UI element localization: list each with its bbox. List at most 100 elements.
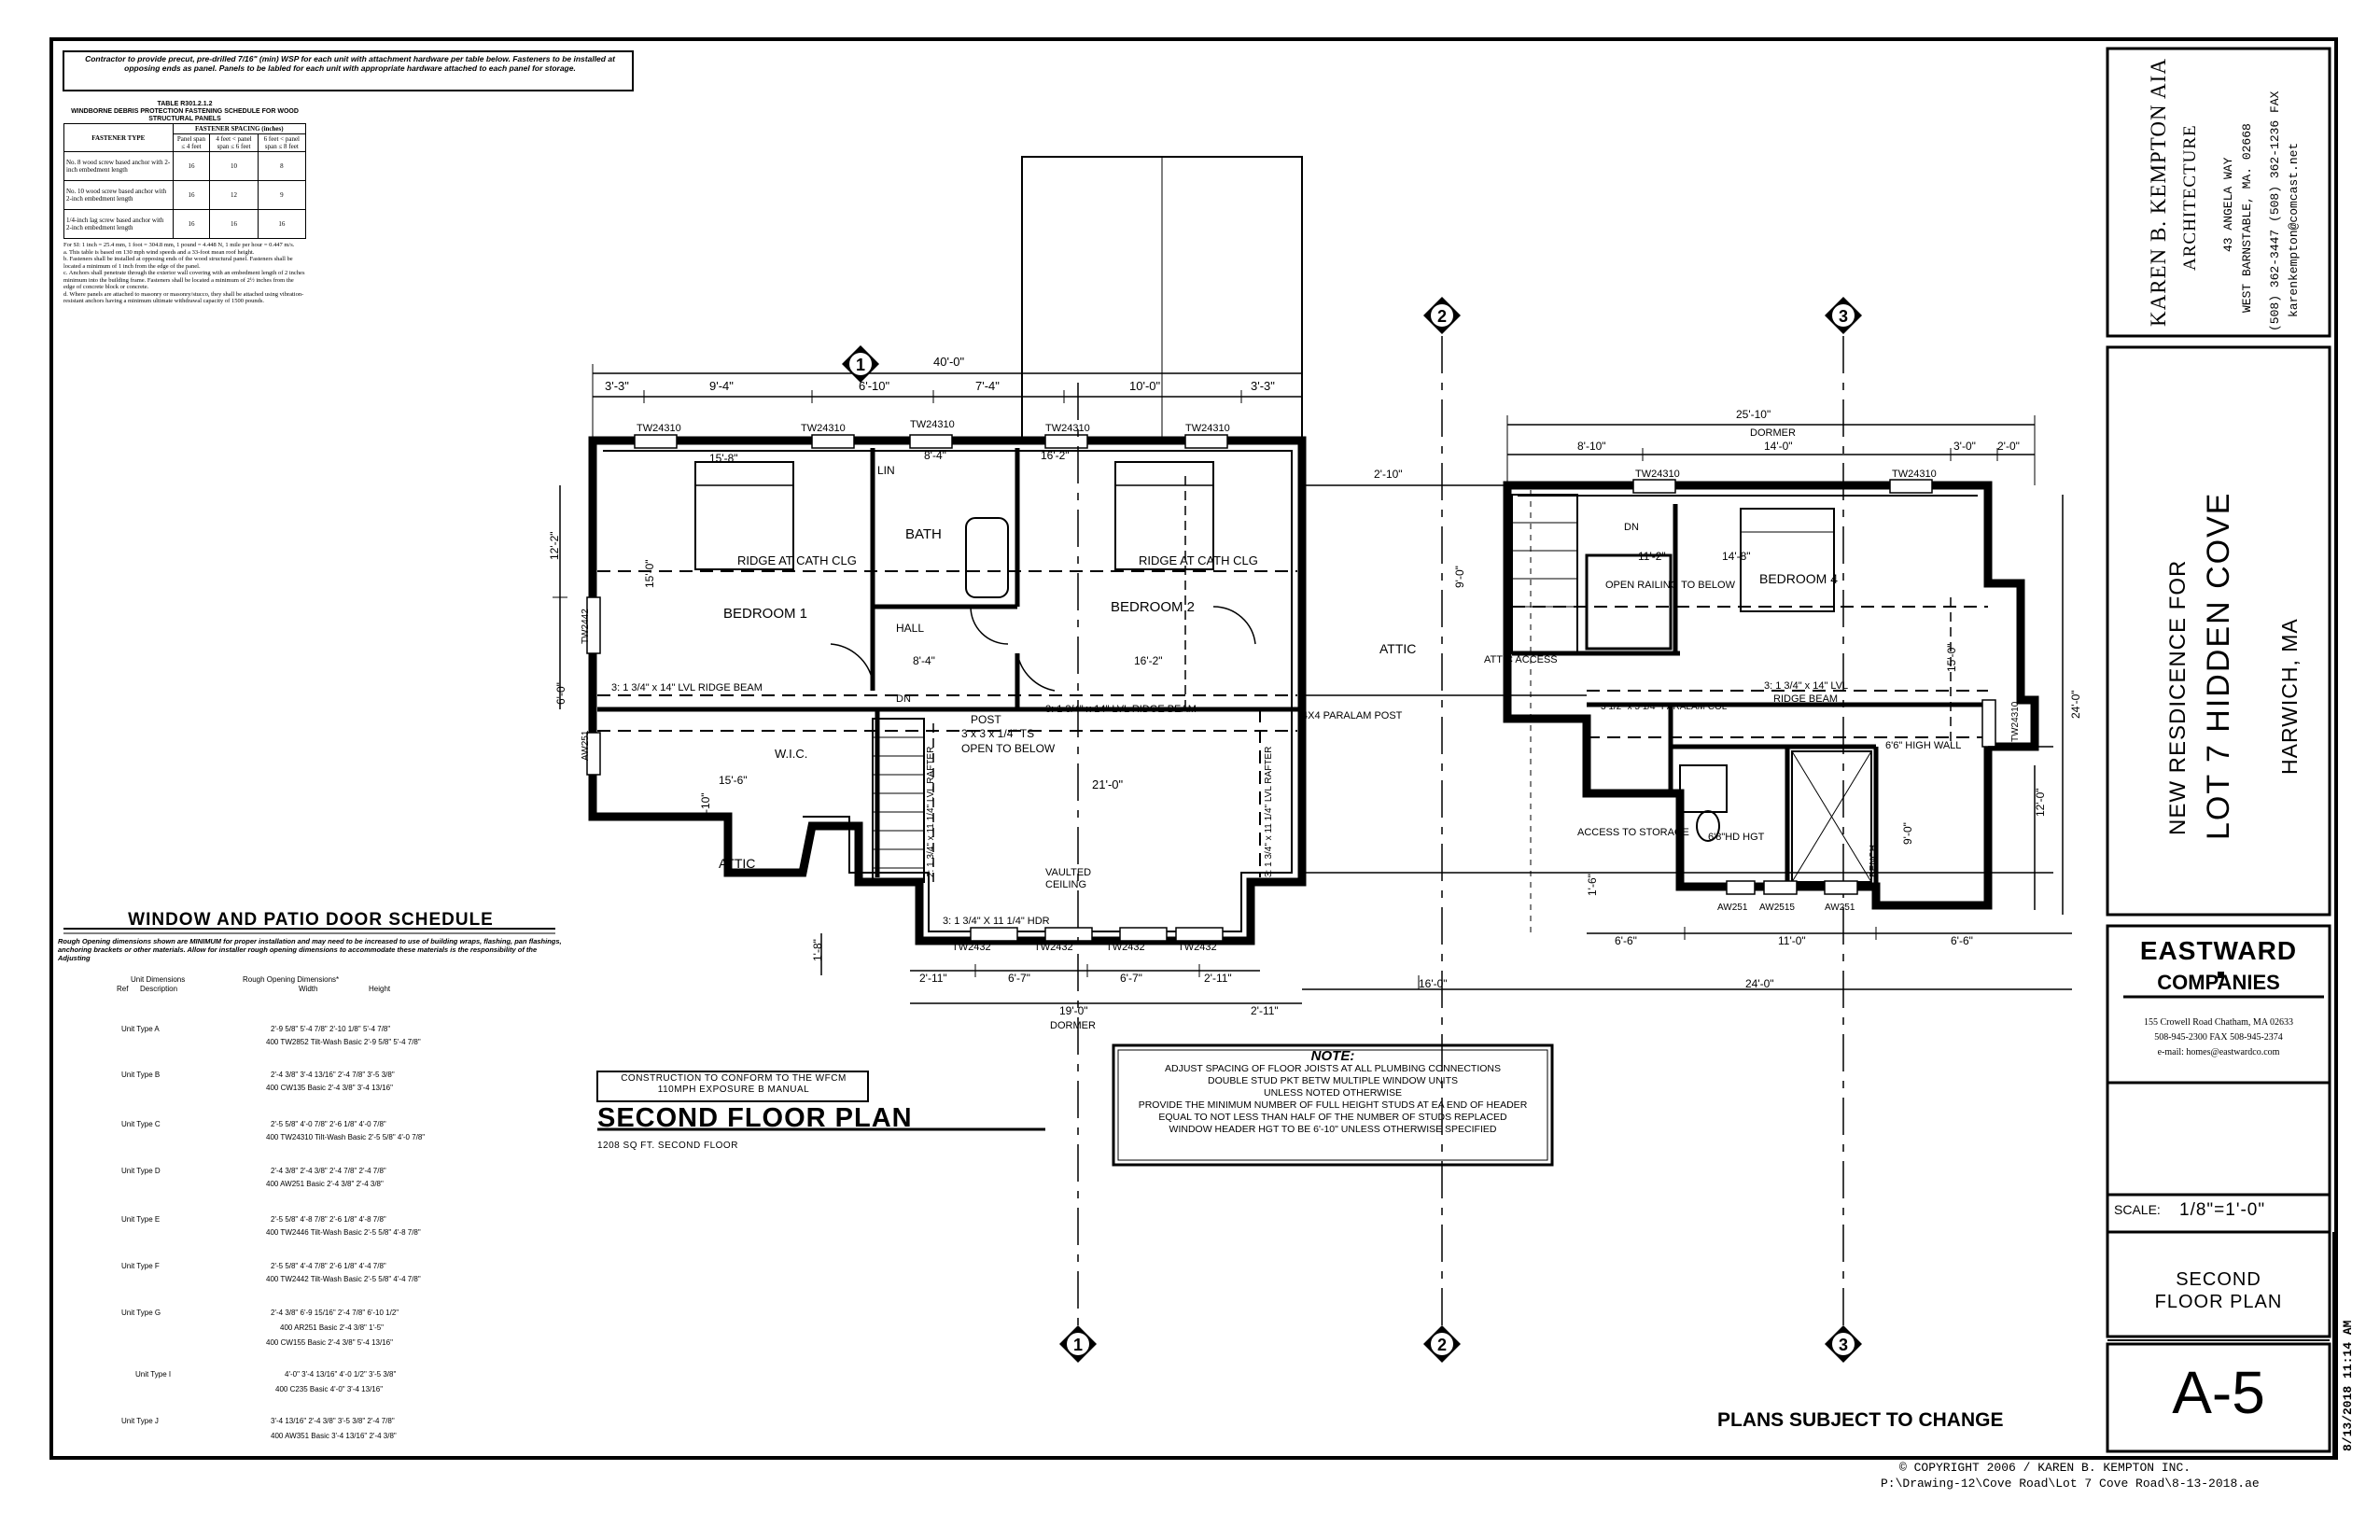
list-item: 400 CW155 Basic 2'-4 3/8" 5'-4 13/16": [266, 1338, 393, 1347]
fastening-note: For SI: 1 inch = 25.4 mm, 1 foot = 304.8…: [63, 242, 295, 248]
date-stamp: 8/13/2018 11:14 AM: [2341, 1320, 2355, 1451]
list-item: 2'-4 3/8" 2'-4 3/8" 2'-4 7/8" 2'-4 7/8": [271, 1167, 386, 1175]
list-item: 400 TW2852 Tilt-Wash Basic 2'-9 5/8" 5'-…: [266, 1038, 421, 1046]
dim-r-240: 24'-0": [2069, 690, 2082, 719]
left-floor-plan: [553, 156, 2072, 1004]
architect-box: [2106, 47, 2331, 338]
window-schedule-h-ref: Ref: [117, 985, 129, 993]
ridge-beam-right: 3: 1 3/4" x 14" LVL: [1764, 680, 1848, 692]
ridge-beam-left: 3: 1 3/4" x 14" LVL RIDGE BEAM: [611, 682, 763, 693]
window-schedule-h-rough: Rough Opening Dimensions*: [243, 975, 340, 984]
window-aw2515: AW2515: [1759, 903, 1795, 913]
room-attic-access: ATTIC ACCESS: [1484, 654, 1558, 665]
list-item: 400 AW251 Basic 2'-4 3/8" 2'-4 3/8": [266, 1180, 384, 1188]
dim-left-12: 12'-2": [548, 531, 561, 560]
dim-hall: 8'-4": [913, 654, 935, 667]
contractor-note-box: [63, 50, 634, 91]
fastening-table-title: WINDBORNE DEBRIS PROTECTION FASTENING SC…: [71, 108, 299, 122]
grid-label-1-top: 1: [856, 356, 865, 374]
dim-3: 6'-10": [859, 379, 890, 393]
room-attic-center: ATTIC: [1379, 641, 1416, 656]
open-railing: OPEN RAILING TO BELOW: [1605, 580, 1736, 591]
plans-subject-to-change: PLANS SUBJECT TO CHANGE: [1717, 1409, 2004, 1431]
fastening-col-0: FASTENER TYPE: [63, 123, 174, 152]
list-item: 2'-5 5/8" 4'-4 7/8" 2'-6 1/8" 4'-4 7/8": [271, 1262, 386, 1270]
list-item: Unit Type I: [135, 1370, 172, 1379]
dim-r-120: 12'-0": [2034, 788, 2047, 817]
page-subtitle: 1208 SQ FT. SECOND FLOOR: [597, 1141, 738, 1151]
paralam-post: 4X4 PARALAM POST: [1302, 710, 1403, 721]
list-item: Unit Type J: [121, 1417, 159, 1425]
sheet-number-box: [2106, 1342, 2331, 1453]
window-aw251-r1: AW251: [1717, 903, 1748, 913]
grid-label-2-top: 2: [1437, 307, 1447, 326]
window-r-tw24310-1: TW24310: [1635, 469, 1680, 480]
dim-r-112: 11'-2": [1638, 550, 1666, 563]
list-item: 400 CW135 Basic 2'-4 3/8" 3'-4 13/16": [266, 1084, 393, 1092]
general-note: NOTE: ADJUST SPACING OF FLOOR JOISTS AT …: [1120, 1049, 1546, 1136]
hdr-label: 3: 1 3/4" X 11 1/4" HDR: [943, 916, 1050, 927]
window-tw2442: TW2442: [581, 609, 591, 644]
list-item: Unit Type C: [121, 1120, 161, 1128]
fastening-col-3: 6 feet < panel span ≤ 8 feet: [257, 133, 307, 152]
dim-bath-width: 8'-4": [924, 449, 946, 462]
list-item: 2'-9 5/8" 5'-4 7/8" 2'-10 1/8" 5'-4 7/8": [271, 1025, 391, 1033]
list-item: Unit Type E: [121, 1215, 161, 1224]
builder-email: e-mail: homes@eastwardco.com: [2157, 1047, 2280, 1057]
dim-right-210: 2'-10": [1374, 468, 1403, 481]
fastening-table: FASTENER TYPE FASTENER SPACING (inches) …: [63, 123, 307, 239]
paralam-col: 3 1/2" x 5 1/4" PARALAM COL: [1601, 702, 1728, 712]
post-spec: 3 x 3 x 1/4" TS: [961, 727, 1034, 740]
dormer-bottom: DORMER: [1050, 1020, 1096, 1031]
fastening-note: c. Anchors shall penetrate through the e…: [63, 270, 305, 290]
dim-bed1-width: 15'-8": [709, 452, 738, 465]
dim-wic: 15'-6": [719, 774, 748, 787]
bench-label: BENCH: [1869, 845, 1879, 877]
dim-b1: 2'-11": [919, 972, 947, 985]
grid-label-2-bottom: 2: [1437, 1336, 1447, 1354]
scale-value: 1/8"=1'-0": [2179, 1200, 2266, 1220]
room-bedroom-1: BEDROOM 1: [723, 606, 807, 622]
dim-bed2-width: 16'-2": [1041, 449, 1070, 462]
window-tw2432-3: TW2432: [1106, 942, 1145, 953]
dim-4: 7'-4": [975, 379, 1000, 393]
dim-r-overall: 25'-10": [1736, 408, 1771, 421]
architect-phone: (508) 362-3447 (508) 362-1236 FAX: [2268, 91, 2282, 331]
window-schedule-title: WINDOW AND PATIO DOOR SCHEDULE: [128, 910, 494, 930]
ridge-cath-right: RIDGE AT CATH CLG: [1139, 553, 1258, 567]
sheet-number: A-5: [2172, 1359, 2265, 1426]
project-box: [2106, 345, 2331, 917]
dim-r-150: 15'-0": [1945, 643, 1958, 672]
lvl-rafter-2: 3: 1 3/4" x 11 1/4" LVL RAFTER: [1264, 747, 1274, 877]
window-tw2432-2: TW2432: [1034, 942, 1073, 953]
blank-box: [2106, 1081, 2331, 1197]
vaulted-2: CEILING: [1045, 879, 1086, 890]
sheet-border: [49, 37, 2338, 1460]
window-schedule-note: Rough Opening dimensions shown are MINIM…: [58, 937, 562, 962]
construction-note-box: [596, 1071, 869, 1102]
grid-label-3-top: 3: [1839, 307, 1848, 326]
list-item: Unit Type F: [121, 1262, 160, 1270]
architect-address-1: 43 ANGELA WAY: [2221, 157, 2235, 252]
access-storage: ACCESS TO STORAGE: [1577, 827, 1689, 838]
window-tw24310-3: TW24310: [910, 419, 955, 430]
window-r-tw24310-2: TW24310: [1892, 469, 1937, 480]
list-item: 400 TW2442 Tilt-Wash Basic 2'-5 5/8" 4'-…: [266, 1275, 421, 1283]
window-tw2432-4: TW2432: [1178, 942, 1217, 953]
dim-r1: 8'-10": [1577, 440, 1606, 453]
list-item: 3'-4 13/16" 2'-4 3/8" 3'-5 3/8" 2'-4 7/8…: [271, 1417, 395, 1425]
grid-bubbles: [842, 297, 1862, 1363]
window-tw24310-2: TW24310: [801, 423, 846, 434]
room-bedroom-4: BEDROOM 4: [1759, 571, 1838, 586]
note-line: PROVIDE THE MINIMUM NUMBER OF FULL HEIGH…: [1138, 1099, 1528, 1111]
dim-bed2-depth: 16'-2": [1134, 654, 1163, 667]
room-bedroom-2: BEDROOM 2: [1111, 599, 1195, 615]
post-label: POST: [971, 713, 1001, 726]
dim-rb1: 6'-6": [1615, 934, 1637, 947]
fastening-col-2: 4 feet < panel span ≤ 6 feet: [209, 133, 259, 152]
dim-overall: 40'-0": [933, 355, 965, 369]
copyright: © COPYRIGHT 2006 / KAREN B. KEMPTON INC.: [1899, 1461, 2191, 1475]
list-item: 400 C235 Basic 4'-0" 3'-4 13/16": [275, 1385, 384, 1393]
list-item: 4'-0" 3'-4 13/16" 4'-0 1/2" 3'-5 3/8": [285, 1370, 397, 1379]
